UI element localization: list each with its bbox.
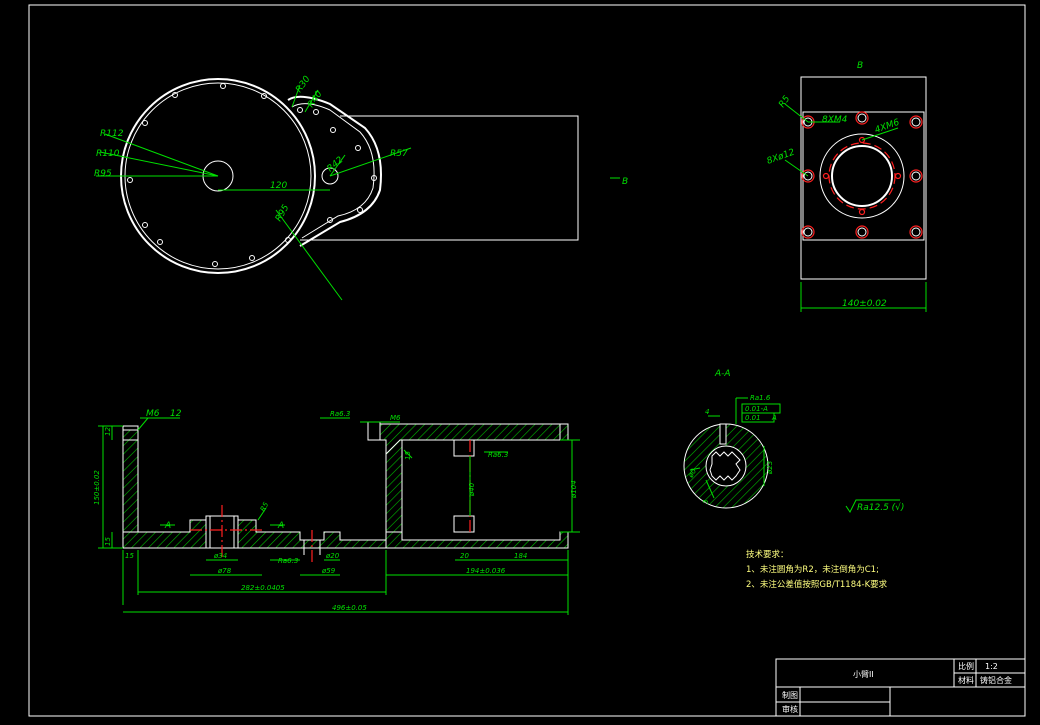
dim-label: 15 xyxy=(404,451,412,460)
section-dim: 3 xyxy=(702,500,710,504)
tolerance-1: 0.01-A xyxy=(745,405,768,413)
datum-label: A xyxy=(771,414,777,422)
roughness-bottom: Ra6.3 xyxy=(278,557,298,565)
dim-label: 20 xyxy=(460,552,469,560)
radius-label: R30 xyxy=(294,74,313,94)
dim-label: 12 xyxy=(104,427,112,436)
tap-callout: M6 xyxy=(146,409,160,419)
center-distance-label: 120 xyxy=(270,181,287,191)
tech-notes: 技术要求： 1、未注圆角为R2，未注倒角为C1; 2、未注公差值按照GB/T11… xyxy=(746,549,888,590)
radius-label: R95 xyxy=(94,169,112,179)
tap-depth: 12 xyxy=(170,409,182,419)
section-dim: ø23 xyxy=(766,461,774,475)
section-aa: A-A Ra1.6 0.01-A 0.01 A ø23 ø0 4 3 xyxy=(683,369,781,509)
drawn-label: 制图 xyxy=(782,690,798,700)
tech-notes-title: 技术要求： xyxy=(746,549,789,560)
part-name: 小臂II xyxy=(853,669,874,679)
radius-label: R110 xyxy=(96,149,120,159)
section-dim: 4 xyxy=(705,408,709,416)
scale-value: 1:2 xyxy=(985,662,998,671)
tap-callout-right: M6 xyxy=(390,414,401,422)
dim-label: 184 xyxy=(514,552,527,560)
section-marker-right: A xyxy=(277,521,284,531)
scale-label: 比例 xyxy=(958,661,974,671)
dim-label: 194±0.036 xyxy=(466,567,506,575)
general-roughness-label: Ra12.5 (√) xyxy=(857,502,904,513)
dim-label: 15 xyxy=(125,552,134,560)
radius-label: R112 xyxy=(100,129,124,139)
dim-label: ø59 xyxy=(321,567,336,575)
inner-dim: ø40 xyxy=(468,482,476,497)
radius-label: R95 xyxy=(274,203,292,224)
section-aa-title: A-A xyxy=(714,369,731,379)
chamfer-label: R5 xyxy=(259,500,271,513)
bore-dim: ø104 xyxy=(570,480,578,499)
dim-label: ø34 xyxy=(213,552,227,560)
dim-label: ø20 xyxy=(325,552,340,560)
front-section: M6 12 M6 Ra6.3 Ra6.3 Ra6.3 150±0.02 ø104… xyxy=(93,409,580,615)
dim-label: 282±0.0405 xyxy=(241,584,285,592)
section-marker-left: A xyxy=(164,521,171,531)
roughness-slot: Ra6.3 xyxy=(488,451,508,459)
tech-note-item: 1、未注圆角为R2，未注倒角为C1; xyxy=(746,564,879,575)
tapped-holes-label: 8XM4 xyxy=(822,115,848,125)
check-label: 审核 xyxy=(782,704,798,714)
clear-holes-label: 8Xø12 xyxy=(766,147,797,166)
view-marker-b: B xyxy=(622,177,628,187)
corner-radius-label: R5 xyxy=(777,94,792,110)
top-view: R112 R110 R95 R30 R40 R42 R57 R95 120 B xyxy=(94,74,628,301)
dim-label: 15 xyxy=(104,537,112,546)
height-dim: 150±0.02 xyxy=(93,470,101,505)
tech-note-item: 2、未注公差值按照GB/T1184-K要求 xyxy=(746,579,888,590)
dim-label: 496±0.05 xyxy=(332,604,367,612)
drawing-border xyxy=(28,4,1026,717)
general-roughness: Ra12.5 (√) xyxy=(845,499,904,513)
material-value: 铸铝合金 xyxy=(980,675,1012,685)
title-block: 小臂II 比例 1:2 材料 铸铝合金 制图 审核 xyxy=(775,658,1026,717)
view-b: B R5 8XM4 4XM6 8Xø12 140±0. xyxy=(766,61,927,312)
view-b-title: B xyxy=(857,61,863,71)
center-holes-label: 4XM6 xyxy=(874,118,902,136)
roughness-top: Ra6.3 xyxy=(330,410,350,418)
section-roughness: Ra1.6 xyxy=(750,394,771,402)
tolerance-2: 0.01 xyxy=(745,414,761,422)
view-b-width: 140±0.02 xyxy=(842,299,887,309)
radius-label: R57 xyxy=(390,149,408,159)
material-label: 材料 xyxy=(958,675,974,685)
dim-label: ø78 xyxy=(217,567,232,575)
